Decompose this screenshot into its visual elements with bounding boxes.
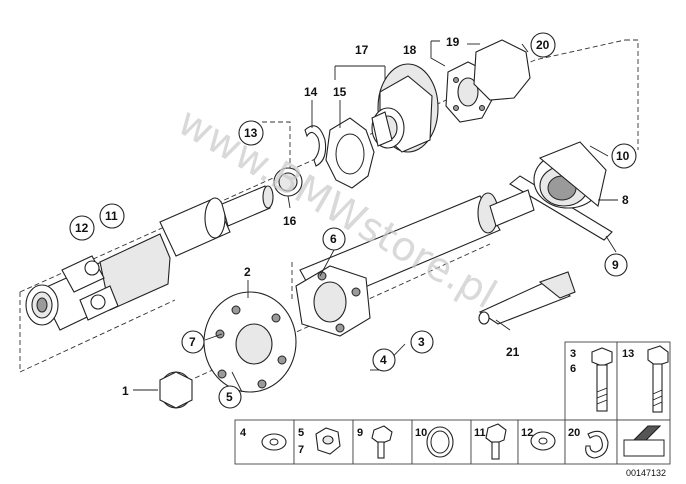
legend-label-3: 3: [570, 348, 576, 360]
callout-10: 10: [616, 149, 630, 163]
callout-17: 17: [355, 43, 369, 57]
callout-21: 21: [506, 345, 520, 359]
grease-tube: [478, 271, 576, 325]
callout-labels: 1 2 3 4 5 6 7 8 9 10 11 12 13 14 15 16 1…: [69, 32, 637, 409]
callout-20: 20: [536, 38, 550, 52]
callout-11: 11: [105, 209, 118, 223]
legend-label-4: 4: [240, 427, 247, 439]
legend-label-10: 10: [415, 427, 427, 439]
bearing-sleeve: [159, 371, 193, 409]
bolt-icon: [647, 345, 669, 413]
legend-row: 4 5 7 9 10 11 12 20: [234, 419, 671, 465]
legend-label-6: 6: [570, 363, 576, 375]
cover-gasket: [473, 39, 531, 101]
bolt-icon: [371, 425, 393, 459]
callout-9: 9: [612, 258, 619, 272]
washer-icon: [530, 431, 556, 451]
clamp: [273, 167, 303, 197]
bolt-icon: [485, 423, 507, 460]
callout-1: 1: [122, 384, 129, 398]
flange-hub: [295, 265, 371, 337]
cv-joint: [371, 63, 439, 153]
washer-icon: [261, 433, 287, 451]
legend-label-11: 11: [474, 427, 486, 439]
circlip-icon: [585, 430, 609, 459]
flex-disc: [203, 291, 297, 393]
legend-tall-boxes: 3 6 13: [564, 341, 671, 421]
front-propeller-shaft: [25, 185, 274, 331]
legend-label-9: 9: [357, 427, 363, 439]
callout-13: 13: [244, 126, 258, 140]
callout-18: 18: [403, 43, 417, 57]
sealing-ring-icon: [426, 426, 454, 458]
legend-label-12: 12: [521, 427, 533, 439]
center-bearing: [509, 141, 613, 241]
hex-nut-icon: [315, 427, 341, 455]
bolt-icon: [591, 347, 613, 412]
callout-6: 6: [330, 232, 337, 246]
callout-5: 5: [226, 390, 233, 404]
callout-3: 3: [418, 335, 425, 349]
legend-label-7: 7: [298, 444, 304, 456]
callout-19: 19: [446, 35, 460, 49]
callout-8: 8: [622, 193, 629, 207]
gasket: [325, 117, 375, 189]
callout-15: 15: [333, 85, 347, 99]
callout-16: 16: [283, 214, 297, 228]
diagram-reference: 00147132: [626, 468, 666, 478]
direction-arrow-icon: [623, 425, 665, 457]
legend-label-13: 13: [622, 348, 634, 360]
callout-2: 2: [244, 265, 251, 279]
legend-label-5: 5: [298, 427, 304, 439]
callout-4: 4: [380, 353, 387, 367]
circlip: [304, 125, 327, 167]
callout-14: 14: [304, 85, 318, 99]
callout-7: 7: [189, 335, 196, 349]
legend-label-20: 20: [568, 427, 580, 439]
callout-12: 12: [75, 221, 89, 235]
